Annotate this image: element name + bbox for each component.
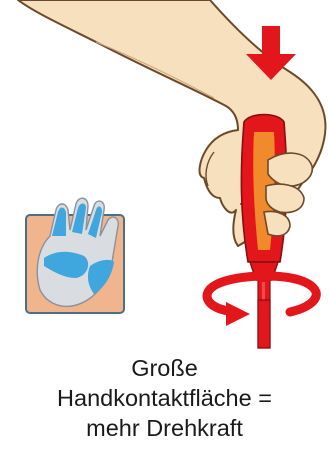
screwdriver-illustration <box>0 0 329 350</box>
caption-line-1: Große <box>0 353 329 383</box>
caption: Große Handkontaktfläche = mehr Drehkraft <box>0 353 329 443</box>
caption-line-3: mehr Drehkraft <box>0 413 329 443</box>
glove-icon <box>26 198 124 313</box>
grip-fingers <box>264 153 312 236</box>
caption-line-2: Handkontaktfläche = <box>0 383 329 413</box>
